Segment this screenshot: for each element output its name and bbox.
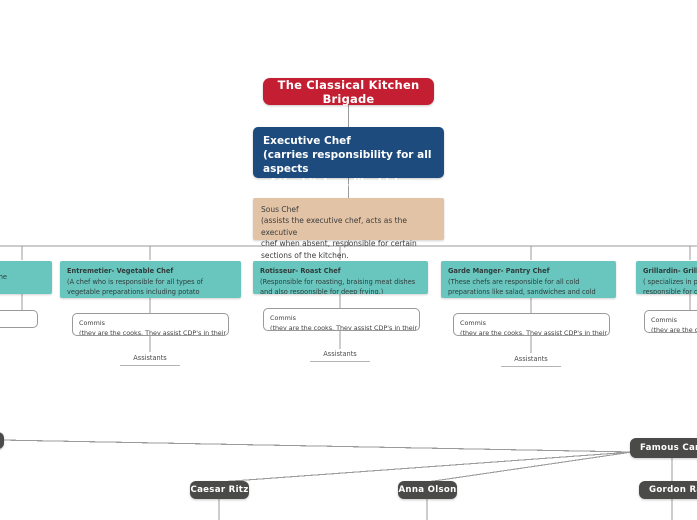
sous-chef-line2: chef when absent, responsible for certai… — [261, 239, 417, 249]
node-station-rotisseur[interactable]: Rotisseur- Roast Chef (Responsible for r… — [253, 261, 428, 294]
station-grillardin-title: Grillardin- Grill Chef — [643, 267, 697, 275]
commis-3-desc: (they are the cooks. They assist CDP's i… — [460, 329, 610, 336]
node-executive-chef[interactable]: Executive Chef (carries responsibility f… — [253, 127, 444, 216]
wire-famous-to-clipped-left — [0, 439, 633, 453]
wire-famous-to-caesar — [218, 451, 633, 483]
sous-chef-line3: sections of the kitchen. — [261, 250, 349, 260]
commis-3-title: Commis — [460, 319, 486, 327]
node-station-grillardin[interactable]: Grillardin- Grill Chef ( specializes in … — [636, 261, 697, 294]
commis-4-desc: (they are the coo — [651, 326, 697, 333]
node-commis-2[interactable]: Commis (they are the cooks. They assist … — [263, 308, 420, 331]
commis-1-desc: (they are the cooks. They assist CDP's i… — [79, 329, 229, 336]
node-commis-3[interactable]: Commis (they are the cooks. They assist … — [453, 313, 610, 336]
executive-chef-line2: (carries responsibility for all aspects — [263, 148, 432, 175]
station-entremetier-desc: (A chef who is responsible for all types… — [67, 278, 203, 297]
node-commis-4[interactable]: Commis (they are the coo — [644, 310, 697, 333]
sous-chef-line1: (assists the executive chef, acts as the… — [261, 216, 407, 237]
commis-2-desc: (they are the cooks. They assist CDP's i… — [270, 324, 420, 331]
node-station-clipped-left[interactable]: ishes in the — [0, 261, 52, 294]
wire-famous-to-anna — [426, 451, 633, 483]
node-sous-chef[interactable]: Sous Chef (assists the executive chef, a… — [253, 198, 444, 260]
node-famous-canadian-chefs[interactable]: Famous Canadi — [630, 438, 697, 458]
sous-chef-title: Sous Chef — [261, 205, 299, 214]
node-station-entremetier[interactable]: Entremetier- Vegetable Chef (A chef who … — [60, 261, 241, 298]
node-commis-clipped-left[interactable]: n their job.) — [0, 310, 38, 328]
commis-1-title: Commis — [79, 319, 105, 327]
node-root-title[interactable]: The Classical Kitchen Brigade — [263, 78, 434, 106]
node-assistants-1[interactable]: Assistants — [120, 354, 180, 366]
station-garde-manger-title: Garde Manger- Pantry Chef — [448, 267, 550, 275]
node-assistants-3[interactable]: Assistants — [501, 355, 561, 367]
station-garde-manger-desc: (These chefs are responsible for all col… — [448, 278, 596, 297]
node-chef-clipped-left[interactable] — [0, 432, 4, 449]
station-entremetier-title: Entremetier- Vegetable Chef — [67, 267, 174, 275]
node-assistants-2[interactable]: Assistants — [310, 350, 370, 362]
node-station-garde-manger[interactable]: Garde Manger- Pantry Chef (These chefs a… — [441, 261, 616, 298]
commis-4-title: Commis — [651, 316, 677, 324]
commis-2-title: Commis — [270, 314, 296, 322]
station-grillardin-desc: ( specializes in preparing are responsib… — [643, 278, 697, 294]
node-chef-gordon-ramsay[interactable]: Gordon Ram — [639, 481, 697, 499]
station-rotisseur-title: Rotisseur- Roast Chef — [260, 267, 341, 275]
node-chef-anna-olson[interactable]: Anna Olson — [398, 481, 457, 499]
station-rotisseur-desc: (Responsible for roasting, braising meat… — [260, 278, 416, 294]
node-commis-1[interactable]: Commis (they are the cooks. They assist … — [72, 313, 229, 336]
station-clipped-left-desc: ishes in the — [0, 273, 7, 282]
executive-chef-line1: Executive Chef — [263, 135, 351, 147]
node-chef-caesar-ritz[interactable]: Caesar Ritz — [190, 481, 249, 499]
